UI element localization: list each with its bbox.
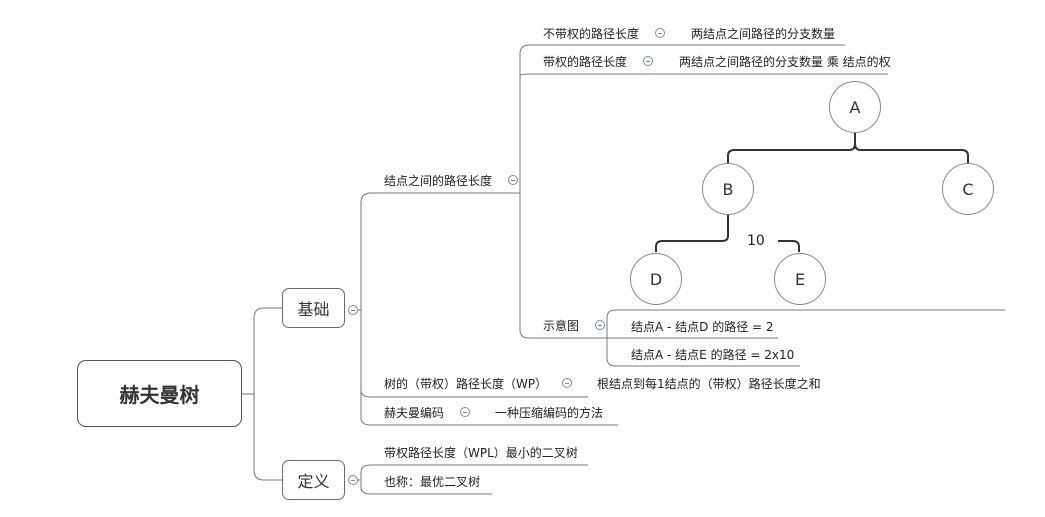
collapse-diagram-icon[interactable] — [595, 320, 605, 330]
tree-node-a-label: A — [849, 97, 861, 117]
diagram-note-2[interactable]: 结点A - 结点E 的路径 = 2x10 — [631, 348, 795, 362]
topic-basics-label: 基础 — [297, 300, 330, 319]
topic-unweighted-path[interactable]: 不带权的路径长度 — [543, 27, 640, 41]
tree-node-d: D — [630, 253, 682, 305]
tree-node-e-label: E — [794, 269, 806, 289]
collapse-basics-icon[interactable] — [348, 305, 358, 315]
coding-desc[interactable]: 一种压缩编码的方法 — [495, 406, 604, 420]
tree-node-e: E — [774, 253, 826, 305]
wpl-desc[interactable]: 根结点到每1结点的（带权）路径长度之和 — [597, 377, 821, 391]
diagram-note-1[interactable]: 结点A - 结点D 的路径 = 2 — [631, 320, 774, 334]
collapse-coding-icon[interactable] — [460, 407, 470, 417]
collapse-wpl-icon[interactable] — [562, 378, 572, 388]
root-topic-label: 赫夫曼树 — [119, 383, 200, 407]
topic-weighted-path[interactable]: 带权的路径长度 — [543, 55, 628, 69]
tree-node-c-label: C — [962, 179, 974, 199]
topic-huffman-coding[interactable]: 赫夫曼编码 — [384, 406, 445, 420]
edge-weight-label: 10 — [747, 233, 765, 249]
root-topic[interactable]: 赫夫曼树 — [77, 360, 242, 427]
weighted-desc[interactable]: 两结点之间路径的分支数量 乘 结点的权 — [679, 55, 891, 69]
collapse-weighted-icon[interactable] — [643, 56, 653, 66]
tree-node-d-label: D — [649, 269, 663, 289]
topic-definition[interactable]: 定义 — [282, 460, 345, 500]
definition-item-1[interactable]: 带权路径长度（WPL）最小的二叉树 — [384, 446, 578, 460]
tree-node-b-label: B — [722, 179, 734, 199]
topic-diagram[interactable]: 示意图 — [543, 319, 580, 333]
tree-node-b: B — [702, 163, 754, 215]
collapse-definition-icon[interactable] — [348, 475, 358, 485]
topic-path-length[interactable]: 结点之间的路径长度 — [384, 174, 493, 188]
collapse-path-length-icon[interactable] — [508, 175, 518, 185]
topic-definition-label: 定义 — [297, 472, 330, 491]
topic-basics[interactable]: 基础 — [282, 288, 345, 328]
definition-item-2[interactable]: 也称：最优二叉树 — [384, 475, 481, 489]
unweighted-desc[interactable]: 两结点之间路径的分支数量 — [691, 27, 836, 41]
collapse-unweighted-icon[interactable] — [655, 28, 665, 38]
tree-node-c: C — [942, 163, 994, 215]
topic-wpl[interactable]: 树的（带权）路径长度（WP） — [384, 377, 548, 391]
tree-node-a: A — [829, 81, 881, 133]
